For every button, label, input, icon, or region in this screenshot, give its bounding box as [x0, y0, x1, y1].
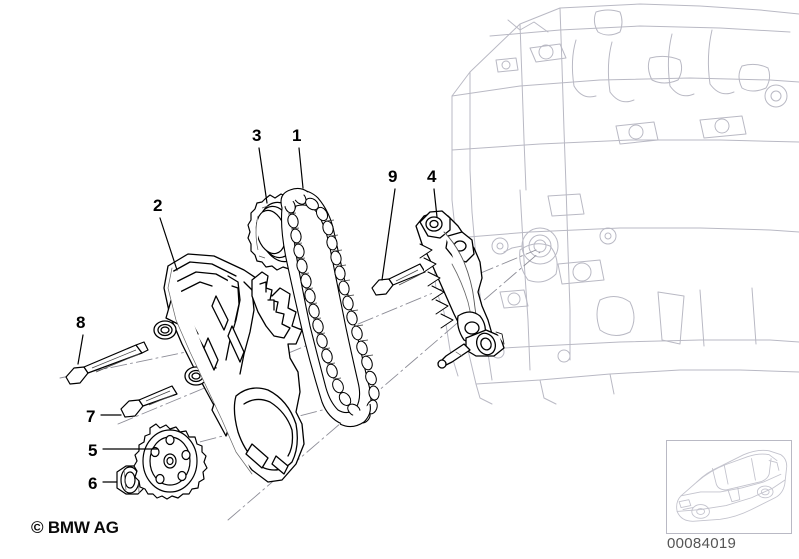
callout-leader-lines — [77, 147, 438, 483]
leader-line-9 — [381, 188, 396, 281]
leader-line-2 — [159, 217, 178, 271]
diagram-number: 00084019 — [667, 535, 737, 552]
part-chain-tensioner-rail — [415, 210, 505, 369]
callout-number-3[interactable]: 3 — [252, 126, 262, 145]
callout-number-4[interactable]: 4 — [427, 167, 437, 186]
callout-number-1[interactable]: 1 — [292, 126, 302, 145]
part-timing-chain — [280, 187, 380, 428]
callout-number-6[interactable]: 6 — [88, 474, 98, 493]
copyright-notice: © BMW AG — [31, 518, 119, 537]
part-oil-pump-bracket — [153, 253, 305, 483]
leader-line-3 — [258, 147, 268, 204]
part-drive-sprocket — [133, 423, 208, 500]
leader-line-4 — [433, 188, 438, 218]
callout-number-8[interactable]: 8 — [76, 313, 86, 332]
callout-number-9[interactable]: 9 — [388, 167, 398, 186]
callout-number-5[interactable]: 5 — [88, 441, 98, 460]
leader-line-8 — [77, 334, 84, 365]
callout-number-2[interactable]: 2 — [153, 196, 163, 215]
part-hex-bolt-short — [120, 385, 178, 418]
leader-line-1 — [298, 147, 304, 189]
part-tensioner-bolt — [371, 263, 426, 296]
callout-number-7[interactable]: 7 — [86, 407, 96, 426]
car-side-view-thumbnail — [666, 440, 792, 534]
part-hex-bolt-long — [65, 341, 149, 385]
